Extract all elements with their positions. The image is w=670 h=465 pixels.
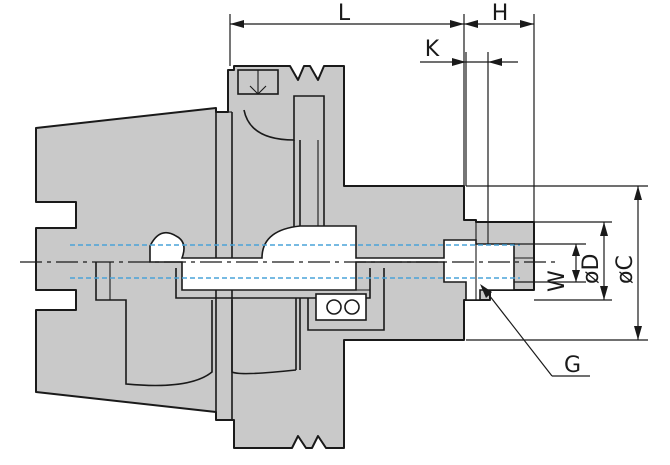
top-key-slot-notch xyxy=(249,85,267,95)
bearing-ball-left xyxy=(326,299,342,315)
central-bore xyxy=(149,225,515,301)
dim-W-label: W xyxy=(545,270,570,292)
dim-L-arrow-left xyxy=(230,20,244,28)
dim-K-arrow-right xyxy=(488,58,502,66)
dim-D-arrow-top xyxy=(600,222,608,236)
leader-G-label: G xyxy=(564,353,581,378)
dim-K-label: K xyxy=(425,37,440,62)
dim-C-arrow-top xyxy=(634,186,642,200)
dim-W-arrow-top xyxy=(572,244,580,256)
dim-H-arrow-left xyxy=(464,20,478,28)
bearing-ball-right xyxy=(344,299,360,315)
upper-cavity-curve xyxy=(243,95,325,141)
lower-housing xyxy=(295,268,385,370)
dim-H-arrow-right xyxy=(520,20,534,28)
dim-K-arrow-left xyxy=(452,58,466,66)
lower-cavity-curve xyxy=(231,300,297,375)
leader-G-arrow xyxy=(480,284,492,298)
dim-W-arrow-bottom xyxy=(572,270,580,282)
dim-L-arrow-right xyxy=(450,20,464,28)
leader-G-line xyxy=(481,285,553,377)
dim-H-label: H xyxy=(492,1,509,26)
dim-C-arrow-bottom xyxy=(634,326,642,340)
rear-bore-cavity xyxy=(95,262,213,387)
dim-D-arrow-bottom xyxy=(600,286,608,300)
dim-L-label: L xyxy=(338,1,351,26)
drawbar-rod xyxy=(175,268,371,299)
dim-C-label: øC xyxy=(613,255,638,284)
dim-D-label: øD xyxy=(579,254,604,284)
